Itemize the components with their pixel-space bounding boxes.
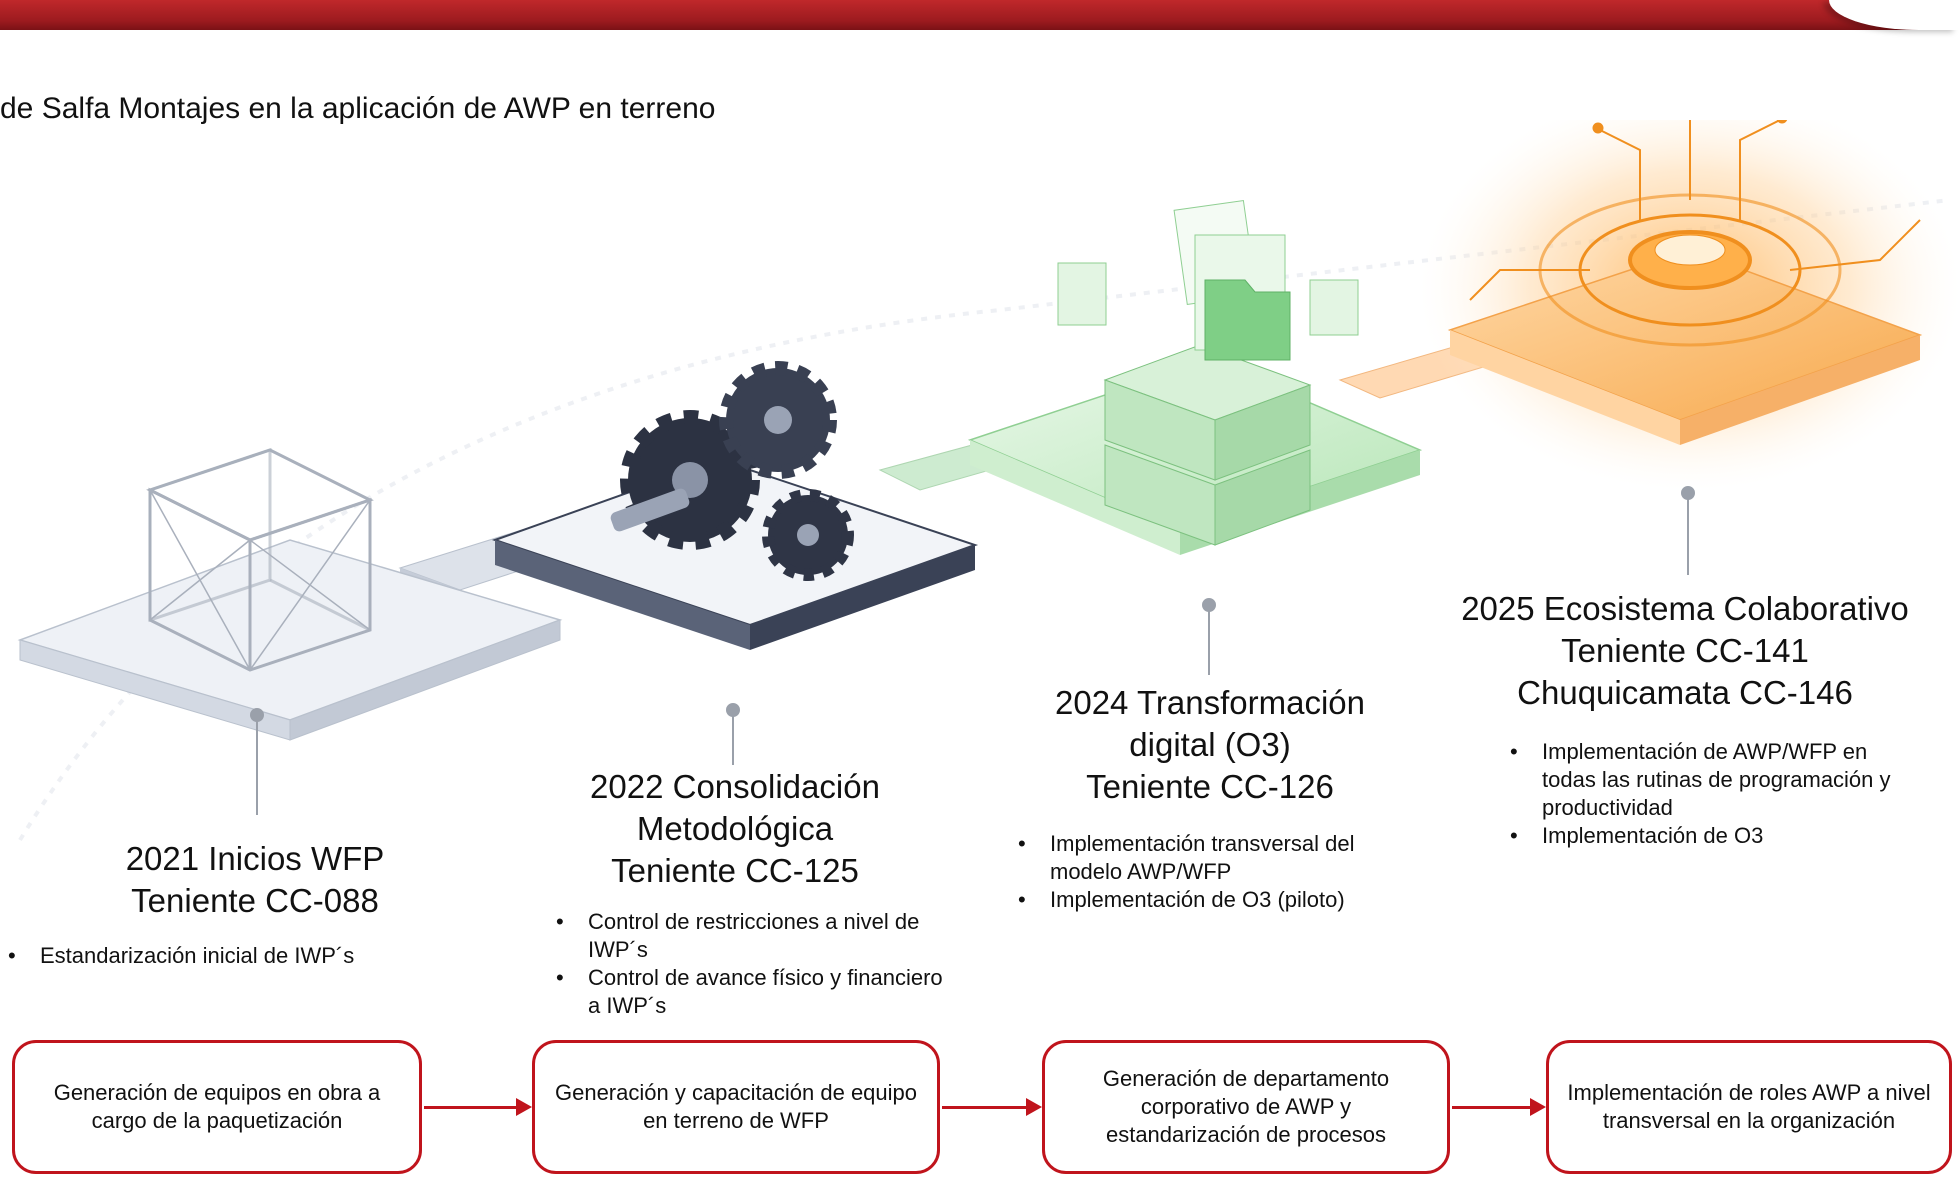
circuit-chip-icon bbox=[1469, 120, 1921, 347]
title-line: digital (O3) bbox=[1129, 726, 1291, 763]
title-line: Chuquicamata CC-146 bbox=[1517, 674, 1853, 711]
bullet-item: Implementación de AWP/WFP en todas las r… bbox=[1502, 738, 1922, 822]
title-line: 2024 Transformación bbox=[1054, 684, 1365, 721]
wireframe-cube-icon bbox=[146, 447, 374, 672]
flow-box-4: Implementación de roles AWP a nivel tran… bbox=[1546, 1040, 1952, 1174]
flow-arrow-3 bbox=[1452, 1098, 1546, 1116]
bullet-item: Control de avance físico y financiero a … bbox=[548, 964, 958, 1020]
title-line: 2022 Consolidación bbox=[590, 768, 880, 805]
milestone-2022-bullets: Control de restricciones a nivel de IWP´… bbox=[548, 908, 958, 1020]
bullet-item: Control de restricciones a nivel de IWP´… bbox=[548, 908, 958, 964]
title-line: 2021 Inicios WFP bbox=[125, 840, 385, 877]
server-documents-icon bbox=[1057, 200, 1359, 546]
timeline-markers bbox=[250, 486, 1695, 815]
page-subtitle: de Salfa Montajes en la aplicación de AW… bbox=[0, 92, 716, 125]
flow-box-3: Generación de departamento corporativo d… bbox=[1042, 1040, 1450, 1174]
milestone-2024-title: 2024 Transformación digital (O3) Tenient… bbox=[1015, 682, 1405, 808]
flow-box-2: Generación y capacitación de equipo en t… bbox=[532, 1040, 940, 1174]
title-line: Metodológica bbox=[636, 810, 834, 847]
timeline-illustration bbox=[17, 120, 1959, 842]
gears-icon bbox=[610, 361, 854, 581]
title-line: 2025 Ecosistema Colaborativo bbox=[1461, 590, 1909, 627]
milestone-2024-bullets: Implementación transversal del modelo AW… bbox=[1010, 830, 1430, 914]
title-line: Teniente CC-125 bbox=[611, 852, 859, 889]
bullet-item: Implementación de O3 (piloto) bbox=[1010, 886, 1430, 914]
header-bar-edge bbox=[1829, 0, 1959, 30]
milestone-2022-title: 2022 Consolidación Metodológica Teniente… bbox=[540, 766, 930, 892]
bullet-item: Implementación de O3 bbox=[1502, 822, 1922, 850]
header-bar bbox=[0, 0, 1959, 30]
milestone-2021-title: 2021 Inicios WFP Teniente CC-088 bbox=[60, 838, 450, 922]
stage-platform-2025 bbox=[1447, 249, 1923, 445]
milestone-2025-title: 2025 Ecosistema Colaborativo Teniente CC… bbox=[1420, 588, 1950, 714]
flow-box-1: Generación de equipos en obra a cargo de… bbox=[12, 1040, 422, 1174]
milestone-2025-bullets: Implementación de AWP/WFP en todas las r… bbox=[1502, 738, 1922, 850]
title-line: Teniente CC-141 bbox=[1561, 632, 1809, 669]
flow-arrow-2 bbox=[942, 1098, 1042, 1116]
title-line: Teniente CC-088 bbox=[131, 882, 379, 919]
stage-platform-2022 bbox=[491, 458, 979, 650]
milestone-2021-bullets: Estandarización inicial de IWP´s bbox=[0, 942, 480, 970]
stage-platform-2021 bbox=[17, 539, 563, 741]
title-line: Teniente CC-126 bbox=[1086, 768, 1334, 805]
bullet-item: Estandarización inicial de IWP´s bbox=[0, 942, 480, 970]
flow-arrow-1 bbox=[424, 1098, 532, 1116]
bullet-item: Implementación transversal del modelo AW… bbox=[1010, 830, 1430, 886]
